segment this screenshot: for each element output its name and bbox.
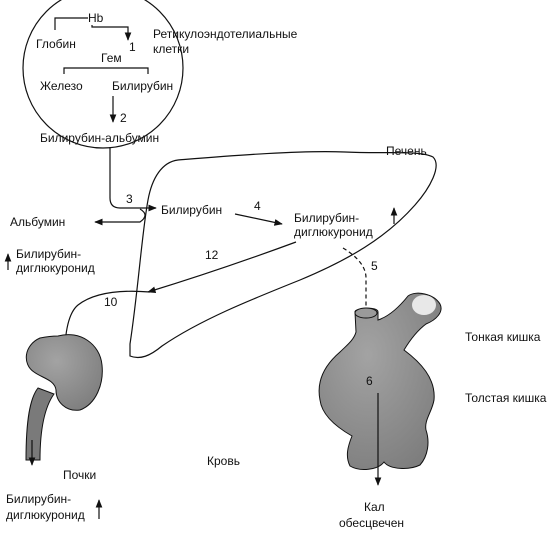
ureter xyxy=(25,387,55,461)
bilirubin-re-label: Билирубин xyxy=(112,79,173,93)
step-4-label: 4 xyxy=(254,199,261,213)
reticuloendothelial-cell xyxy=(22,0,184,149)
globin-label: Глобин xyxy=(36,37,76,51)
small-intestine-label: Тонкая кишка xyxy=(465,330,541,344)
step-5-dashed-connector xyxy=(342,247,370,333)
arrow-conjugation xyxy=(234,213,283,226)
intestine-shape xyxy=(318,292,442,470)
bdg-blood-label-line2: диглюкуронид xyxy=(16,261,95,275)
step-12-label: 12 xyxy=(205,248,219,262)
hb-branch-connector xyxy=(54,17,88,30)
kidney-shape xyxy=(25,334,103,411)
re-cells-label-line1: Ретикулоэндотелиальные xyxy=(153,27,298,41)
hb-to-gem-connector xyxy=(91,25,132,41)
re-cells-label-line2: клетки xyxy=(153,42,189,56)
blood-label: Кровь xyxy=(207,454,240,468)
kidneys-label: Почки xyxy=(63,468,96,482)
arrow-albumin-complex-to-liver xyxy=(109,147,157,212)
intestine-opening xyxy=(354,307,378,319)
feces-label-line2: обесцвечен xyxy=(339,516,404,530)
bdg-liver-label-line1: Билирубин- xyxy=(294,211,359,225)
bilirubin-albumin-label: Билирубин-альбумин xyxy=(40,131,159,145)
bdg-liver-label-line2: диглюкуронид xyxy=(294,225,373,239)
gem-label: Гем xyxy=(101,51,122,65)
intestine-highlight xyxy=(412,295,436,315)
large-intestine-label: Толстая кишка xyxy=(465,391,547,405)
zhelezo-label: Железо xyxy=(40,79,83,93)
gem-branch-connector xyxy=(63,67,149,74)
bdg-urine-label-line1: Билирубин- xyxy=(6,492,71,506)
albumin-label: Альбумин xyxy=(10,215,65,229)
step-1-label: 1 xyxy=(129,40,136,54)
step-5-label: 5 xyxy=(371,259,378,273)
bdg-blood-label-line1: Билирубин- xyxy=(16,247,81,261)
step-6-label: 6 xyxy=(366,374,373,388)
step-2-label: 2 xyxy=(120,111,127,125)
bdg-urine-label-line2: диглюкуронид xyxy=(6,508,85,522)
arrow-albumin-release xyxy=(94,208,146,226)
step-10-label: 10 xyxy=(104,295,118,309)
liver-outline xyxy=(129,151,437,359)
step-3-label: 3 xyxy=(126,192,133,206)
feces-label-line1: Кал xyxy=(364,500,385,514)
bilirubin-liver-label: Билирубин xyxy=(161,203,222,217)
liver-label: Печень xyxy=(386,144,427,158)
hb-label: Hb xyxy=(88,11,104,25)
arrow-reflux-to-blood xyxy=(147,241,297,294)
